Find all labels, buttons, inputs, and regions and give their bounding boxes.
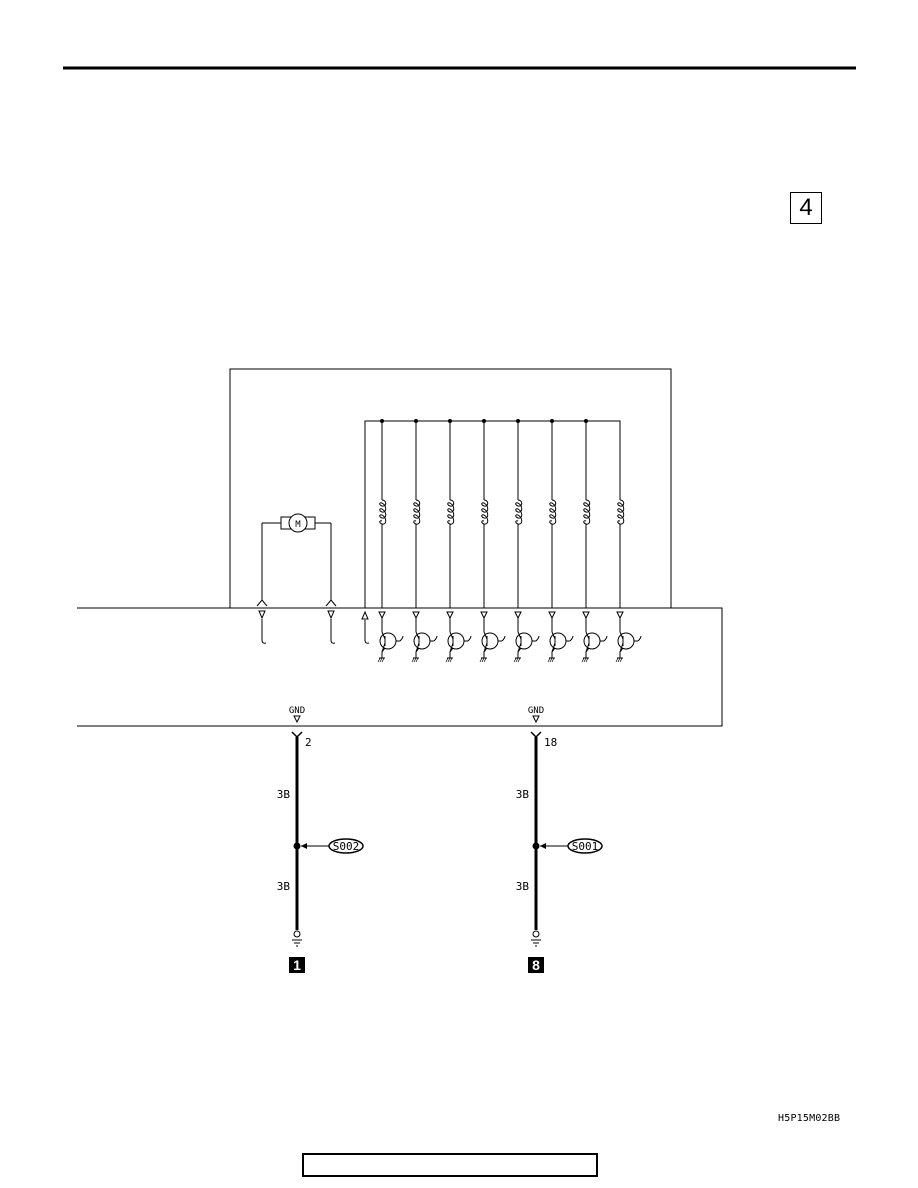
ground-icon bbox=[547, 652, 555, 663]
relay-coil-icon bbox=[549, 499, 557, 525]
connector-terminal bbox=[530, 731, 542, 739]
connector-pin bbox=[548, 611, 556, 620]
relay-coil-icon bbox=[447, 499, 455, 525]
ground-icon bbox=[531, 930, 541, 947]
ground-icon bbox=[377, 652, 385, 663]
page-number-box: 4 bbox=[790, 192, 822, 224]
transistor-icon bbox=[617, 631, 642, 653]
relay-coil-icon bbox=[413, 499, 421, 525]
coil-supply-bus bbox=[361, 420, 621, 644]
connector-terminal bbox=[291, 731, 303, 739]
ground-point-badge bbox=[528, 957, 544, 973]
gnd-label: GND bbox=[528, 706, 544, 716]
ground-circuits: GND 2 3B 3B S002 1 GND 18 3B 3B S001 8 bbox=[277, 706, 603, 973]
transistor-icon bbox=[413, 631, 438, 653]
transistor-icon bbox=[481, 631, 506, 653]
ground-icon bbox=[445, 652, 453, 663]
figure-code: H5P15M02BB bbox=[778, 1113, 841, 1124]
gnd-pin-arrow bbox=[293, 715, 301, 724]
splice-label: S001 bbox=[572, 840, 599, 853]
coil-channel bbox=[411, 419, 438, 663]
gnd-label: GND bbox=[289, 706, 305, 716]
splice-label: S002 bbox=[333, 840, 360, 853]
motor-label: M bbox=[295, 520, 301, 530]
coil-driver-channels bbox=[377, 419, 642, 663]
connector-pin bbox=[378, 611, 386, 620]
ground-icon bbox=[513, 652, 521, 663]
ground-circuit: GND 18 3B 3B S001 8 bbox=[516, 706, 603, 973]
coil-channel bbox=[581, 419, 608, 663]
ground-point-number: 1 bbox=[293, 957, 301, 973]
wire-gauge-lower: 3B bbox=[516, 880, 530, 893]
coil-channel bbox=[377, 419, 404, 663]
ground-circuit: GND 2 3B 3B S002 1 bbox=[277, 706, 364, 973]
transistor-icon bbox=[549, 631, 574, 653]
relay-coil-icon bbox=[583, 499, 591, 525]
transistor-icon bbox=[583, 631, 608, 653]
wire-gauge-lower: 3B bbox=[277, 880, 291, 893]
coil-channel bbox=[547, 419, 574, 663]
motor-icon: M bbox=[261, 513, 332, 600]
coil-channel bbox=[479, 419, 506, 663]
connector-pin bbox=[582, 611, 590, 620]
transistor-icon bbox=[515, 631, 540, 653]
splice-tag bbox=[567, 838, 603, 854]
relay-coil-icon bbox=[379, 499, 387, 525]
wire-gauge-upper: 3B bbox=[516, 788, 530, 801]
coil-channel bbox=[513, 419, 540, 663]
connector-pin bbox=[446, 611, 454, 620]
control-unit-box bbox=[77, 607, 723, 727]
coil-channel bbox=[615, 421, 642, 663]
ground-point-number: 8 bbox=[532, 957, 540, 973]
relay-coil-icon bbox=[481, 499, 489, 525]
splice-dot bbox=[293, 842, 301, 850]
ground-icon bbox=[292, 930, 302, 947]
coil-channel bbox=[445, 419, 472, 663]
splice-tag bbox=[328, 838, 364, 854]
ground-point-badge bbox=[289, 957, 305, 973]
ground-icon bbox=[615, 652, 623, 663]
wire-gauge-upper: 3B bbox=[277, 788, 291, 801]
relay-coil-icon bbox=[515, 499, 523, 525]
relay-coil-icon bbox=[617, 499, 625, 525]
splice-dot bbox=[532, 842, 540, 850]
connector-pin bbox=[480, 611, 488, 620]
connector-pin bbox=[616, 611, 624, 620]
connector-pin bbox=[412, 611, 420, 620]
ground-icon bbox=[581, 652, 589, 663]
footer-box bbox=[302, 1153, 598, 1177]
transistor-icon bbox=[379, 631, 404, 653]
terminal-number: 2 bbox=[305, 736, 312, 749]
terminal-number: 18 bbox=[544, 736, 557, 749]
motor-connector bbox=[256, 599, 337, 644]
ground-icon bbox=[411, 652, 419, 663]
connector-pin bbox=[514, 611, 522, 620]
gnd-pin-arrow bbox=[532, 715, 540, 724]
ground-icon bbox=[479, 652, 487, 663]
transistor-icon bbox=[447, 631, 472, 653]
